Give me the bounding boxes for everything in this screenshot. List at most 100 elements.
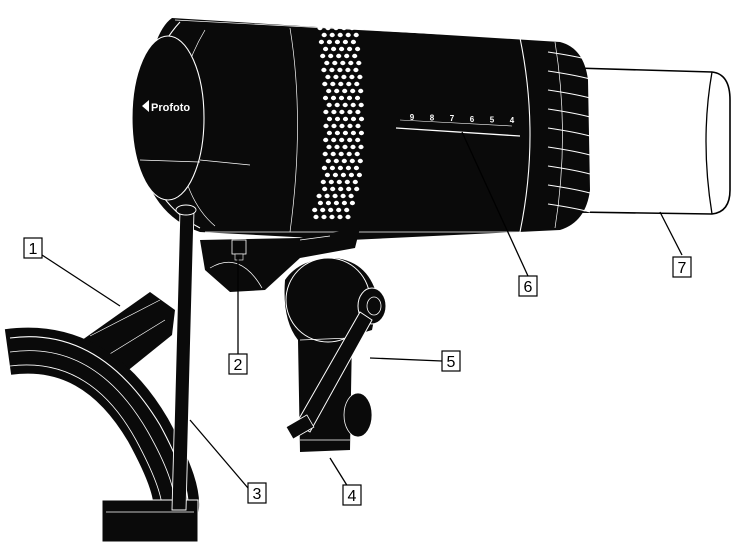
vent-hole [354,186,360,192]
svg-text:2: 2 [234,357,243,374]
vent-hole [354,151,360,157]
leader-4 [329,457,349,488]
vent-hole [347,109,353,115]
vent-hole [336,207,342,213]
vent-hole [346,81,352,87]
vent-hole [334,116,341,122]
vent-hole [339,109,345,115]
vent-hole [322,81,328,87]
vent-hole [345,67,351,73]
vent-hole [340,193,346,199]
callout-4: 4 [342,484,362,506]
vent-hole [355,123,361,129]
lock-knob [231,239,247,261]
logo-triangle-icon [142,100,149,112]
scale-tick-label: 9 [410,113,415,122]
vent-hole [341,158,347,164]
vent-hole [355,109,361,115]
leader-3 [189,419,249,489]
leader-1 [41,254,121,307]
vent-hole [328,53,334,59]
vent-hole [350,130,356,136]
leader-5 [369,357,443,362]
vent-hole [339,46,345,52]
vent-hole [346,95,353,101]
front-cooling-fins [547,51,591,213]
vent-hole [350,144,356,150]
vent-hole [322,151,328,157]
vent-hole [320,207,326,213]
ventilation-grid [312,25,365,220]
vent-hole [345,165,351,171]
vent-hole [354,81,360,87]
profoto-logo: Profoto [142,100,190,114]
vent-hole [326,130,332,136]
vent-hole [349,25,355,31]
vent-hole [336,53,342,59]
vent-hole [334,102,340,108]
scale-tick-label: 7 [450,114,455,123]
vent-hole [334,144,340,150]
rear-cap [131,35,205,201]
vent-hole [349,200,355,206]
vent-hole [349,74,355,80]
vent-hole [333,158,339,164]
vent-hole [329,67,335,73]
vent-hole [326,88,332,94]
vent-hole [313,214,319,220]
vent-hole [358,130,364,136]
vent-hole [320,179,326,185]
vent-hole [358,144,364,150]
vent-hole [358,88,364,94]
vent-hole [356,60,362,66]
vent-hole [332,193,338,199]
callout-5: 5 [441,350,461,372]
leader-6 [461,131,529,277]
vent-hole [333,200,339,206]
vent-hole [358,102,364,108]
vent-hole [354,95,361,101]
callout-7: 7 [672,256,692,278]
support-rod [171,204,197,511]
logo-text: Profoto [151,102,190,114]
vent-hole [321,32,327,38]
vent-hole [340,60,346,66]
vent-hole [323,109,329,115]
cooling-fin [547,51,591,61]
vent-hole [345,32,351,38]
vent-hole [333,74,339,80]
vent-hole [323,123,329,129]
svg-text:7: 7 [678,260,687,277]
vent-hole [338,151,344,157]
vent-hole [326,39,332,45]
vent-hole [324,60,330,66]
vent-hole [339,123,345,129]
vent-hole [329,32,335,38]
svg-text:3: 3 [253,486,262,503]
vent-hole [331,109,337,115]
tilt-handle [295,311,373,433]
vent-hole [353,67,359,73]
vent-hole [312,207,318,213]
vent-hole [341,74,347,80]
vent-hole [317,200,323,206]
vent-hole [322,95,329,101]
vent-hole [342,102,348,108]
vent-hole [342,39,348,45]
vent-hole [338,95,345,101]
svg-text:4: 4 [348,488,357,505]
vent-hole [330,151,336,157]
callout-6: 6 [518,275,538,297]
vent-hole [350,102,356,108]
vent-hole [329,214,335,220]
tilt-clamp [284,257,387,452]
vent-hole [331,46,337,52]
vent-hole [350,88,356,94]
vent-hole [332,60,338,66]
vent-hole [344,53,350,59]
vent-hole [325,25,331,31]
svg-text:6: 6 [524,279,533,296]
vent-hole [316,193,322,199]
